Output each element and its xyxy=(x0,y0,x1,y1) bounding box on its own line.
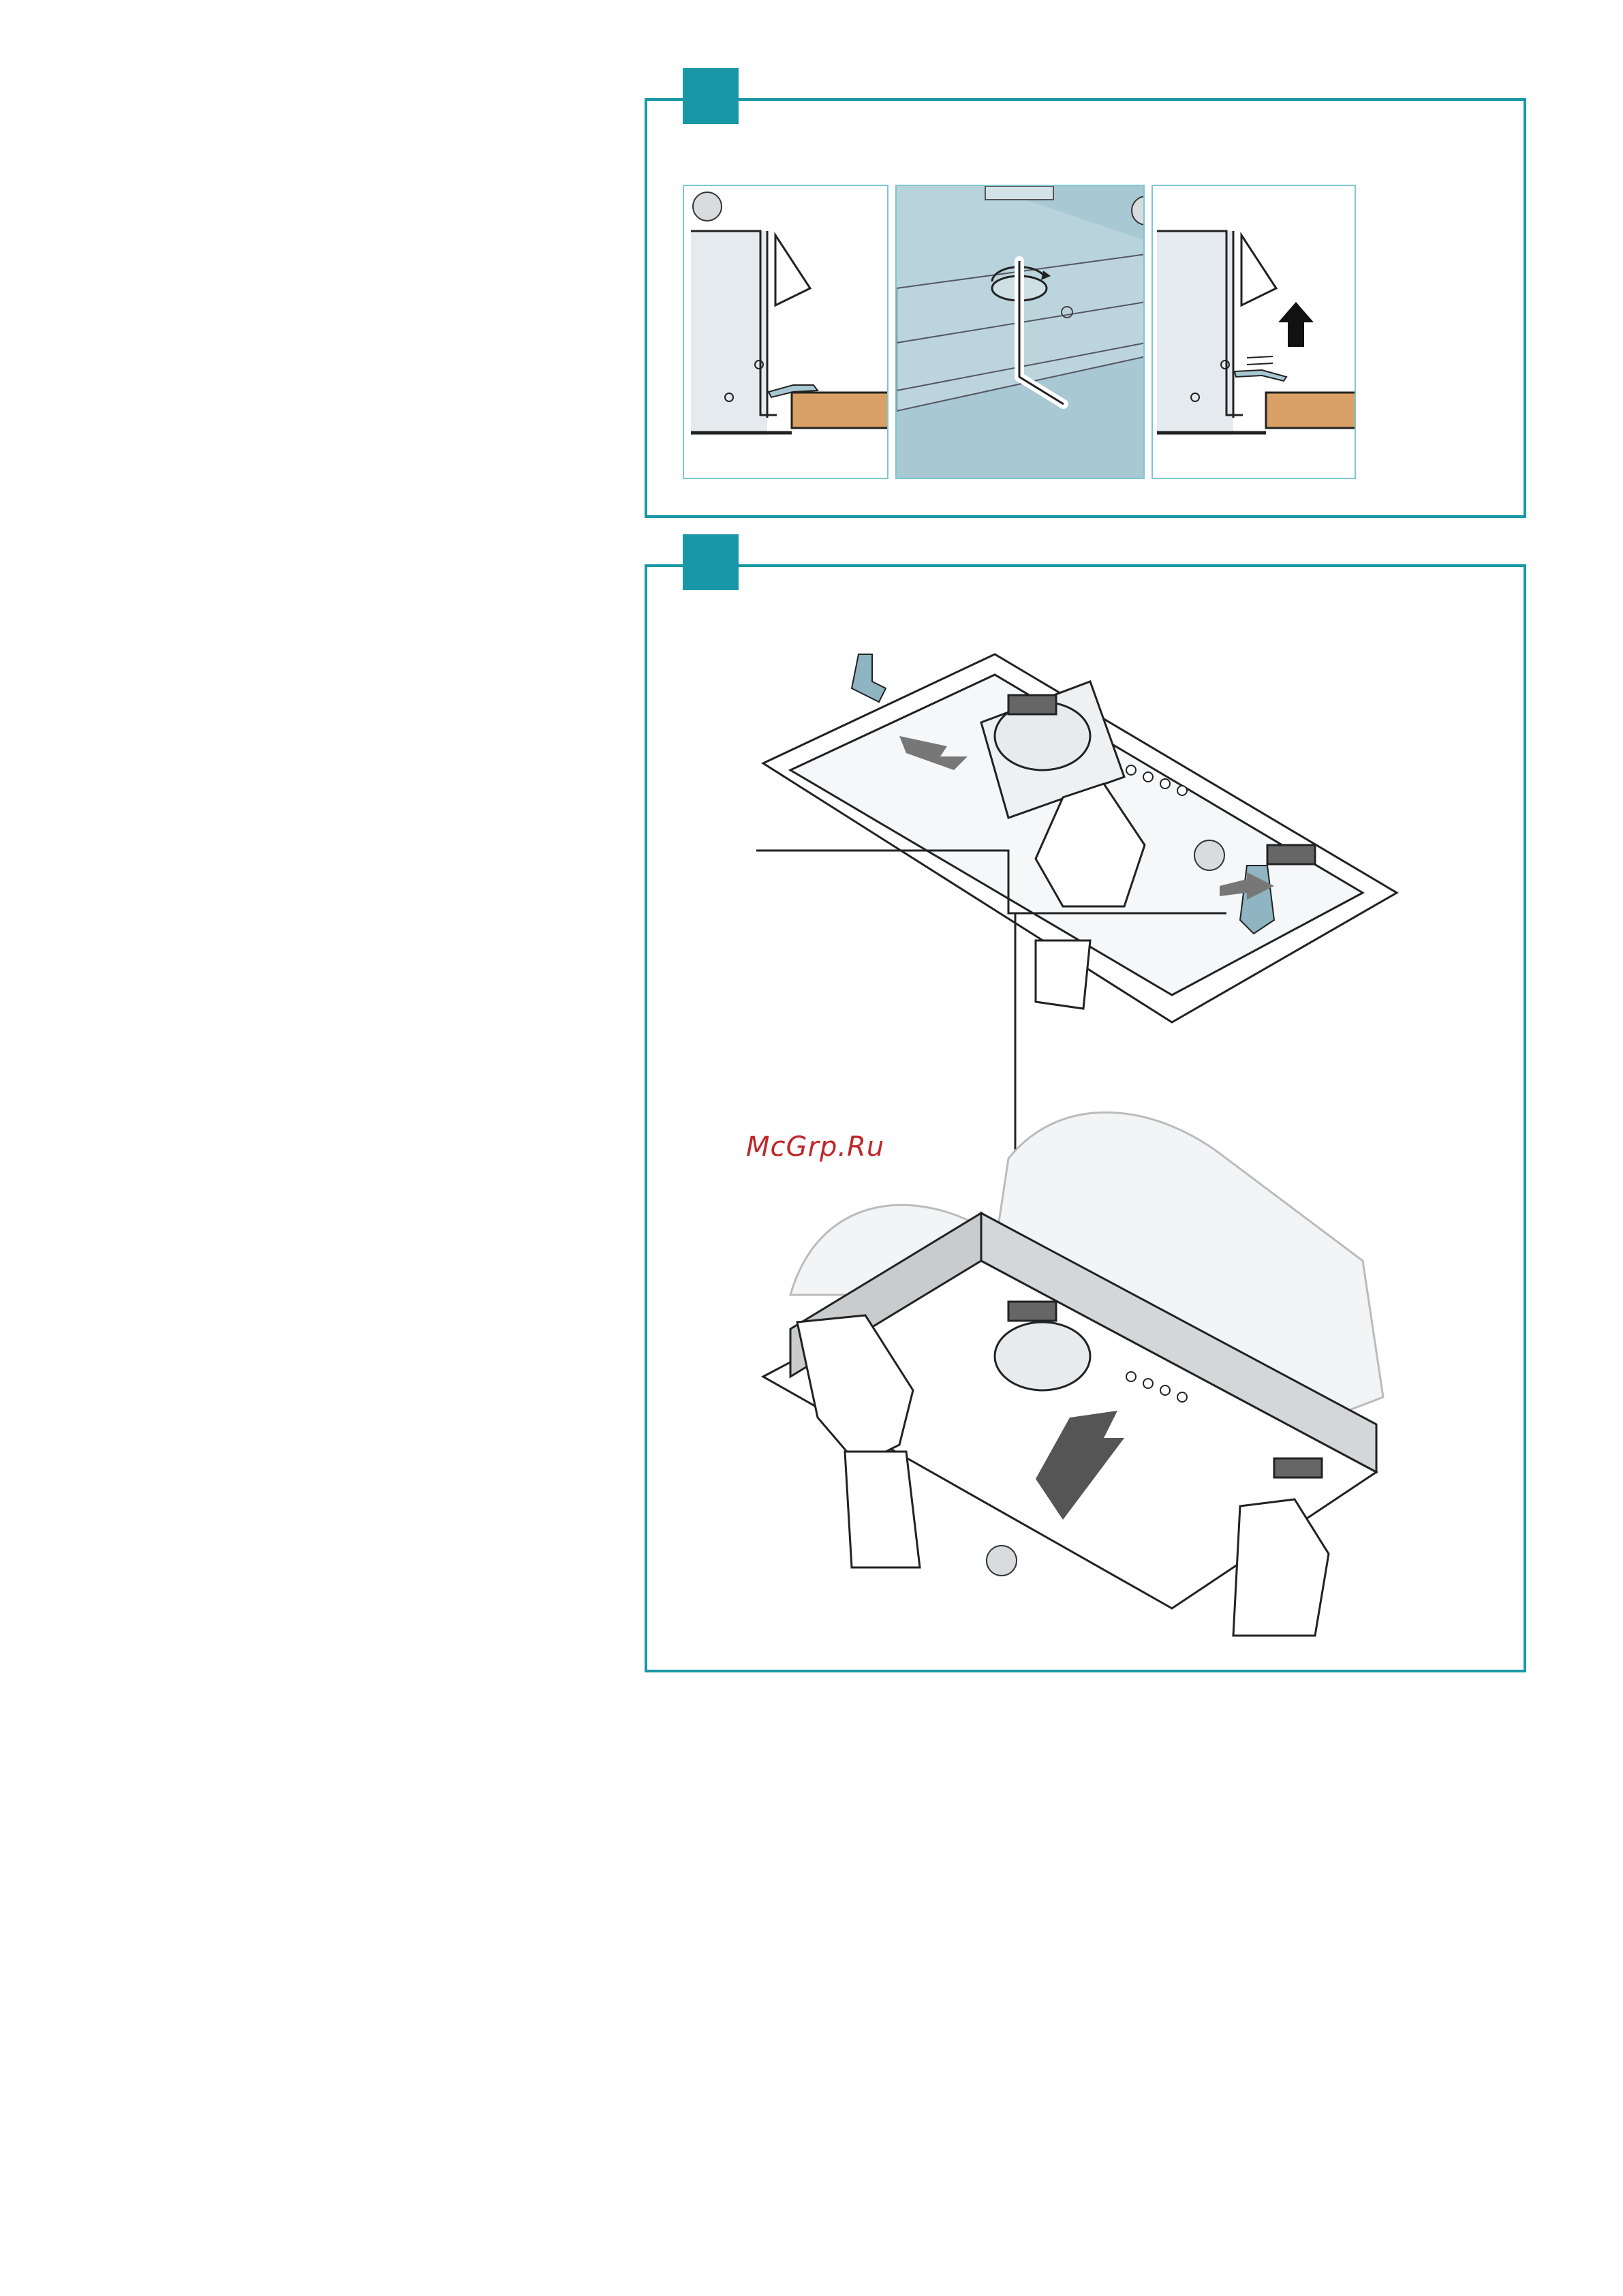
clamp-bracket-icon xyxy=(852,654,886,702)
hood-installation-illustration xyxy=(0,0,1623,1690)
sub-step-marker xyxy=(1194,840,1224,870)
sub-step-marker xyxy=(987,1546,1017,1576)
watermark-text: McGrp.Ru xyxy=(746,1131,884,1163)
clamp-bracket-icon xyxy=(1240,866,1274,934)
hand-icon xyxy=(1233,1499,1329,1636)
